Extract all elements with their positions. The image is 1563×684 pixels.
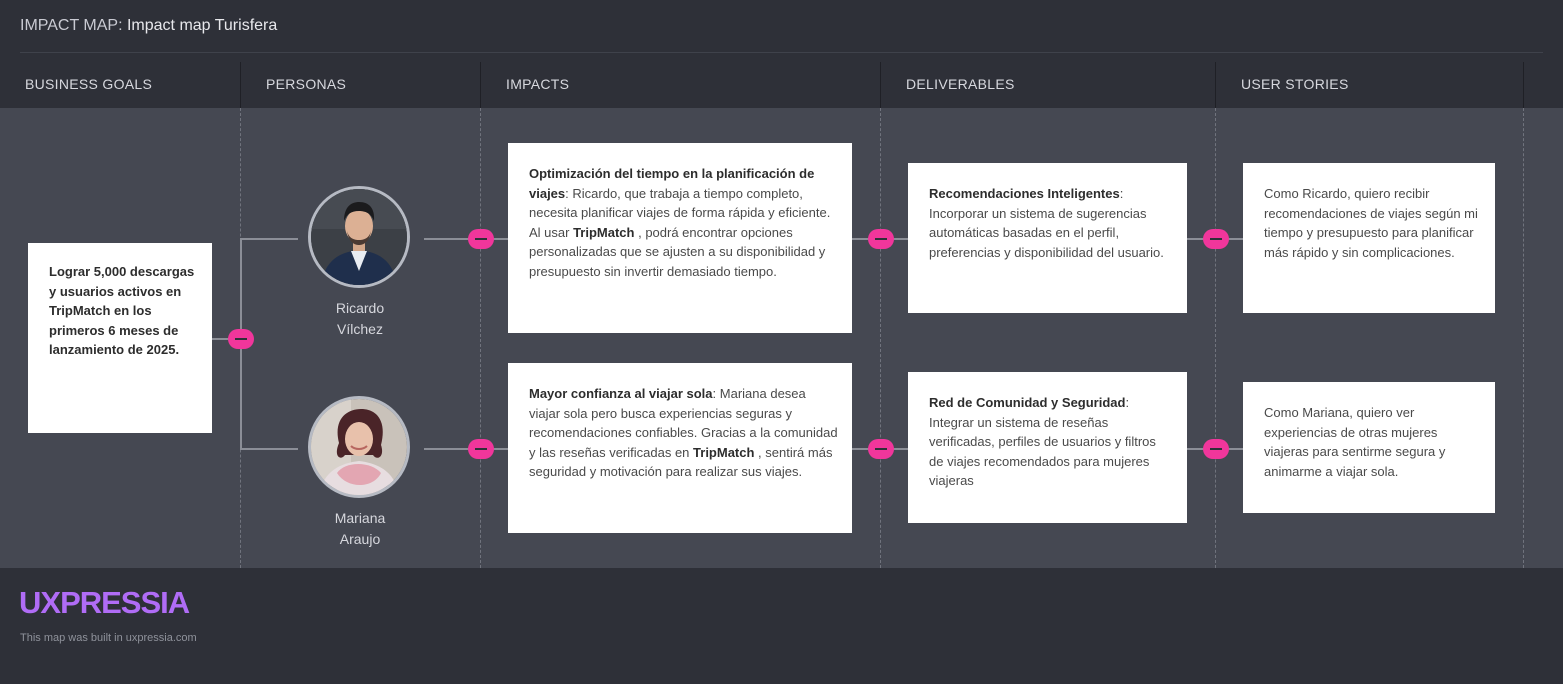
- column-header-user-stories[interactable]: USER STORIES: [1216, 62, 1524, 108]
- connector-line: [240, 448, 298, 450]
- column-divider: [1523, 108, 1524, 568]
- column-header-spacer: [1524, 62, 1563, 108]
- collapse-toggle-button[interactable]: [1203, 229, 1229, 249]
- column-label: PERSONAS: [266, 76, 347, 92]
- top-bar: IMPACT MAP: Impact map Turisfera: [0, 0, 1563, 53]
- map-title-name[interactable]: Impact map Turisfera: [126, 17, 278, 34]
- collapse-toggle-button[interactable]: [868, 229, 894, 249]
- column-header-business-goals[interactable]: BUSINESS GOALS: [0, 62, 241, 108]
- persona-first-name: Ricardo: [335, 300, 385, 316]
- column-divider: [880, 108, 881, 568]
- column-divider: [480, 108, 481, 568]
- column-header-deliverables[interactable]: DELIVERABLES: [881, 62, 1216, 108]
- column-divider: [1215, 108, 1216, 568]
- user-story-text: Como Ricardo, quiero recibir recomendaci…: [1264, 186, 1478, 260]
- persona-name-ricardo: Ricardo Vílchez: [300, 298, 420, 340]
- impact-text: , podrá encontrar opciones personalizada…: [529, 224, 826, 279]
- connector-line: [424, 238, 508, 240]
- column-label: BUSINESS GOALS: [25, 76, 153, 92]
- column-label: DELIVERABLES: [906, 76, 1015, 92]
- collapse-toggle-button[interactable]: [468, 229, 494, 249]
- persona-name-mariana: Mariana Araujo: [300, 508, 420, 550]
- impact-card-ricardo[interactable]: Optimización del tiempo en la planificac…: [508, 143, 852, 333]
- business-goal-text: Lograr 5,000 descargas y usuarios activo…: [49, 264, 195, 357]
- impact-map-board: BUSINESS GOALS PERSONAS IMPACTS DELIVERA…: [0, 62, 1563, 568]
- connector-line: [212, 338, 241, 340]
- deliverable-card-recomendaciones[interactable]: Recomendaciones Inteligentes: Incorporar…: [908, 163, 1187, 313]
- brand-name: TripMatch: [573, 224, 635, 240]
- persona-last-name: Araujo: [339, 531, 381, 547]
- connector-line: [424, 448, 508, 450]
- column-header-impacts[interactable]: IMPACTS: [481, 62, 881, 108]
- uxpressia-logo[interactable]: UXPRESSIA: [19, 585, 190, 620]
- avatar[interactable]: [308, 396, 410, 498]
- connector-line: [240, 238, 298, 240]
- persona-photo-ricardo: [311, 189, 407, 285]
- column-label: USER STORIES: [1241, 76, 1349, 92]
- avatar[interactable]: [308, 186, 410, 288]
- brand-name: TripMatch: [693, 444, 755, 460]
- deliverable-title: Recomendaciones Inteligentes: [929, 186, 1120, 201]
- collapse-toggle-button[interactable]: [868, 439, 894, 459]
- deliverable-card-comunidad[interactable]: Red de Comunidad y Seguridad: Integrar u…: [908, 372, 1187, 523]
- impact-card-mariana[interactable]: Mayor confianza al viajar sola: Mariana …: [508, 363, 852, 533]
- impact-text: : Ricardo, que trabaja a tiempo completo…: [529, 185, 831, 240]
- built-with-note: This map was built in uxpressia.com: [20, 632, 197, 644]
- map-title-label: IMPACT MAP:: [20, 17, 123, 34]
- title-divider: [20, 52, 1543, 53]
- impact-text: , sentirá más seguridad y motivación par…: [529, 444, 833, 480]
- impact-text: : Mariana desea viajar sola pero busca e…: [529, 386, 838, 460]
- deliverable-title: Red de Comunidad y Seguridad: [929, 395, 1126, 410]
- collapse-toggle-button[interactable]: [1203, 439, 1229, 459]
- collapse-toggle-button[interactable]: [468, 439, 494, 459]
- impact-title: Optimización del tiempo en la planificac…: [529, 166, 815, 201]
- persona-first-name: Mariana: [334, 510, 386, 526]
- impact-title: Mayor confianza al viajar sola: [529, 386, 713, 401]
- collapse-toggle-button[interactable]: [228, 329, 254, 349]
- footer: UXPRESSIA This map was built in uxpressi…: [0, 568, 1563, 684]
- map-title: IMPACT MAP: Impact map Turisfera: [20, 17, 277, 35]
- user-story-card-mariana[interactable]: Como Mariana, quiero ver experiencias de…: [1243, 382, 1495, 513]
- column-header-personas[interactable]: PERSONAS: [241, 62, 481, 108]
- column-label: IMPACTS: [506, 76, 570, 92]
- user-story-text: Como Mariana, quiero ver experiencias de…: [1264, 405, 1446, 479]
- deliverable-text: : Incorporar un sistema de sugerencias a…: [929, 186, 1164, 260]
- user-story-card-ricardo[interactable]: Como Ricardo, quiero recibir recomendaci…: [1243, 163, 1495, 313]
- persona-last-name: Vílchez: [337, 321, 383, 337]
- deliverable-text: : Integrar un sistema de reseñas verific…: [929, 395, 1156, 488]
- business-goal-card[interactable]: Lograr 5,000 descargas y usuarios activo…: [28, 243, 212, 433]
- persona-photo-mariana: [311, 399, 407, 495]
